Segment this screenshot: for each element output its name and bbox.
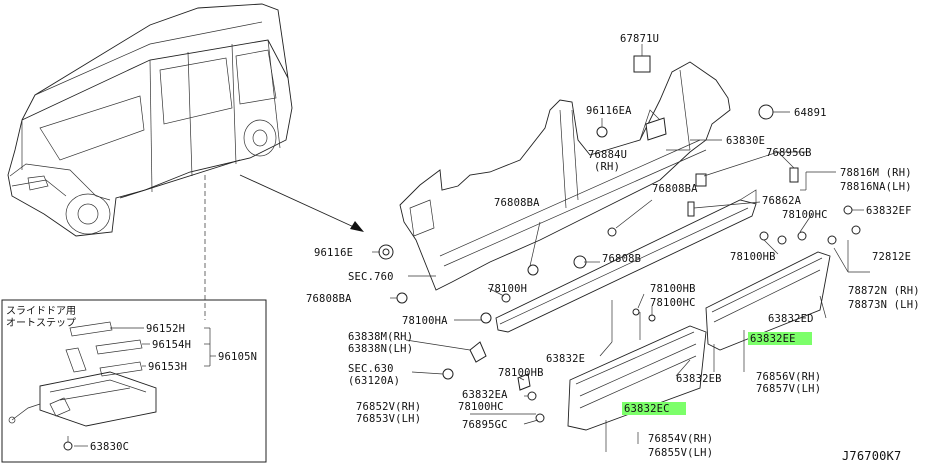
label-63832EE[interactable]: 63832EE xyxy=(750,333,796,345)
label-78873N[interactable]: 78873N (LH) xyxy=(848,299,920,311)
label-76884U[interactable]: 76884U xyxy=(588,149,627,161)
label-78100HB-a[interactable]: 78100HB xyxy=(730,251,776,263)
label-76808B[interactable]: 76808B xyxy=(602,253,641,265)
label-sec630[interactable]: SEC.630 xyxy=(348,363,394,375)
label-76855V[interactable]: 76855V(LH) xyxy=(648,447,713,459)
highlight-63832EE xyxy=(748,332,812,345)
label-63830E[interactable]: 63830E xyxy=(726,135,765,147)
label-78100H[interactable]: 78100H xyxy=(488,283,527,295)
label-78100HC-a[interactable]: 78100HC xyxy=(782,209,828,221)
label-63832EC[interactable]: 63832EC xyxy=(624,403,670,415)
label-78100HC-b[interactable]: 78100HC xyxy=(650,297,696,309)
label-76808BA-b[interactable]: 76808BA xyxy=(494,197,540,209)
label-63838N[interactable]: 63838N(LH) xyxy=(348,343,413,355)
label-63832E[interactable]: 63832E xyxy=(546,353,585,365)
reference-arrow xyxy=(239,174,364,232)
label-96154H[interactable]: 96154H xyxy=(152,339,191,351)
inset-title-line1: スライドドア用 xyxy=(6,305,76,317)
label-63838M[interactable]: 63838M(RH) xyxy=(348,331,413,343)
vehicle-illustration xyxy=(7,3,293,320)
leader-lines xyxy=(372,44,870,452)
label-96153H[interactable]: 96153H xyxy=(148,361,187,373)
label-76854V[interactable]: 76854V(RH) xyxy=(648,433,713,445)
label-76853V[interactable]: 76853V(LH) xyxy=(356,413,421,425)
label-64891[interactable]: 64891 xyxy=(794,107,827,119)
label-78100HA[interactable]: 78100HA xyxy=(402,315,448,327)
inset-title-line2: オートステップ xyxy=(6,317,76,329)
label-78816NA[interactable]: 78816NA(LH) xyxy=(840,181,912,193)
diagram-id: J76700K7 xyxy=(842,449,901,463)
body-side-structure xyxy=(399,61,757,333)
label-63832EA[interactable]: 63832EA xyxy=(462,389,508,401)
label-76857V[interactable]: 76857V(LH) xyxy=(756,383,821,395)
label-96116EA[interactable]: 96116EA xyxy=(586,105,632,117)
label-78872N[interactable]: 78872N (RH) xyxy=(848,285,920,297)
auto-step-inset xyxy=(1,299,267,463)
label-63830C[interactable]: 63830C xyxy=(90,441,129,453)
label-67871U[interactable]: 67871U xyxy=(620,33,659,45)
label-76895GC[interactable]: 76895GC xyxy=(462,419,508,431)
label-78100HC-c[interactable]: 78100HC xyxy=(458,401,504,413)
rear-sill-molding xyxy=(705,251,831,351)
label-76895GB[interactable]: 76895GB xyxy=(766,147,812,159)
label-96105N[interactable]: 96105N xyxy=(218,351,257,363)
label-sec760[interactable]: SEC.760 xyxy=(348,271,394,283)
label-76808BA-a[interactable]: 76808BA xyxy=(652,183,698,195)
label-sec630-sub: (63120A) xyxy=(348,375,400,387)
label-63832EB[interactable]: 63832EB xyxy=(676,373,722,385)
label-76862A[interactable]: 76862A xyxy=(762,195,802,207)
label-76852V[interactable]: 76852V(RH) xyxy=(356,401,421,413)
label-78100HB-c[interactable]: 78100HB xyxy=(498,367,544,379)
label-78100HB-b[interactable]: 78100HB xyxy=(650,283,696,295)
label-72812E[interactable]: 72812E xyxy=(872,251,911,263)
label-76856V[interactable]: 76856V(RH) xyxy=(756,371,821,383)
label-96152H[interactable]: 96152H xyxy=(146,323,185,335)
highlight-63832EC xyxy=(622,402,686,415)
label-78816M[interactable]: 78816M (RH) xyxy=(840,167,912,179)
label-76808BA-c[interactable]: 76808BA xyxy=(306,293,352,305)
label-63832ED[interactable]: 63832ED xyxy=(768,313,814,325)
front-sill-molding xyxy=(567,325,707,431)
part-labels: 67871U 96116EA 64891 63830E 76884U (RH) … xyxy=(6,33,920,463)
label-63832EF[interactable]: 63832EF xyxy=(866,205,912,217)
label-96116E[interactable]: 96116E xyxy=(314,247,353,259)
label-76884U-rh: (RH) xyxy=(594,161,620,173)
